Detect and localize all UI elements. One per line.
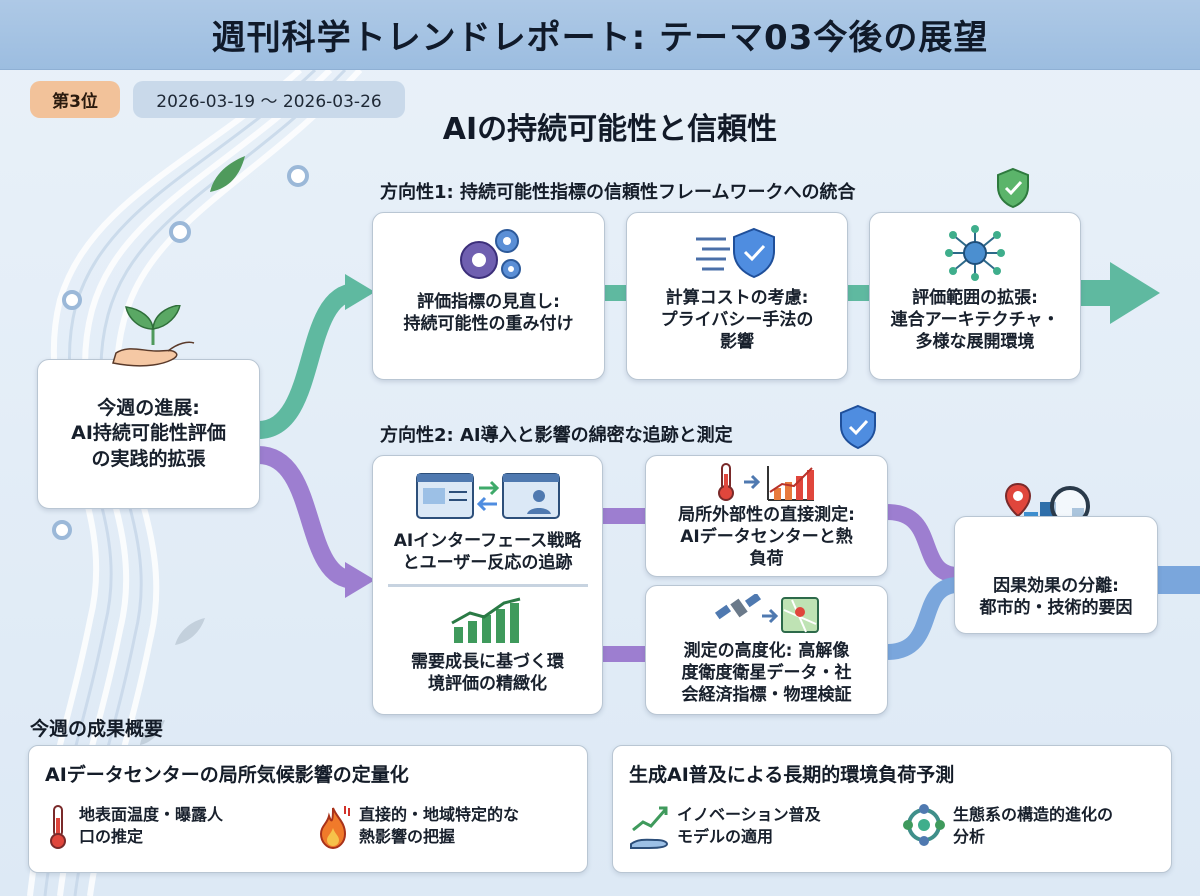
item-line-2: モデルの適用 — [677, 826, 774, 846]
summary-right-heading: 生成AI普及による長期的環境負荷予測 — [629, 764, 955, 786]
item-line-1: 生態系の構造的進化の — [953, 805, 1114, 824]
shield-check-icon — [997, 167, 1029, 209]
center-line-1: 今週の進展: — [97, 396, 200, 419]
center-line-3: の実践的拡張 — [91, 447, 206, 470]
result-card: 因果効果の分離: 都市的・技術的要因 — [954, 516, 1158, 634]
direction1-card-scope: 評価範囲の拡張: 連合アーキテクチャ・ 多様な展開環境 — [869, 212, 1081, 380]
card-line-2: AIデータセンターと熱 — [680, 527, 853, 548]
item-line-2: 口の推定 — [79, 826, 144, 846]
direction1-card-cost: 計算コストの考慮: プライバシー手法の 影響 — [626, 212, 848, 380]
item-line-1: イノベーション普及 — [677, 805, 821, 824]
direction1-heading: 方向性1: 持続可能性指標の信頼性フレームワークへの統合 — [380, 182, 856, 203]
card-line-2: 連合アーキテクチャ・ — [890, 310, 1060, 331]
subtitle: AIの持続可能性と信頼性 — [442, 112, 778, 147]
growth-hand-icon — [630, 806, 669, 849]
card-line-2: プライバシー手法の — [660, 310, 814, 331]
summary-left-card: AIデータセンターの局所気候影響の定量化 地表面温度・曝露人 口の推定 直接的・… — [28, 745, 588, 873]
card-line-3: 影響 — [720, 332, 754, 353]
date-range: 2026-03-19 〜 2026-03-26 — [133, 81, 405, 118]
card-line-1: 評価指標の見直し: — [417, 292, 560, 312]
item-line-2: 熱影響の把握 — [359, 826, 456, 846]
card-line-2: 都市的・技術的要因 — [979, 597, 1133, 618]
summary-left-item-1: 地表面温度・曝露人 口の推定 — [45, 804, 223, 850]
plant-hand-icon — [112, 305, 195, 367]
summary-left-heading: AIデータセンターの局所気候影響の定量化 — [45, 764, 409, 786]
ecosystem-cycle-icon — [903, 804, 945, 846]
card-line-3: 多様な展開環境 — [915, 332, 1035, 353]
direction2-mid-bottom-card: 測定の高度化: 高解像 度衛度衛星データ・社 会経済指標・物理検証 — [645, 585, 888, 715]
summary-title: 今週の成果概要 — [30, 718, 164, 740]
center-line-2: AI持続可能性評価 — [71, 422, 226, 445]
summary-right-card: 生成AI普及による長期的環境負荷予測 イノベーション普及 モデルの適用 生態系の… — [612, 745, 1172, 873]
thermometer-icon — [50, 805, 66, 849]
card-line-2: 持続可能性の重み付け — [403, 314, 574, 335]
thermometer-chart-icon — [717, 463, 814, 501]
card-line-3: 負荷 — [749, 549, 784, 570]
rank-badge: 第3位 — [30, 81, 120, 118]
item-line-1: 直接的・地域特定的な — [359, 805, 520, 824]
page-title: 週刊科学トレンドレポート: テーマ03今後の展望 — [211, 18, 989, 58]
card-line-3: 需要成長に基づく環 — [411, 652, 564, 673]
card-divider — [387, 584, 588, 588]
card-line-1: 測定の高度化: 高解像 — [683, 641, 850, 661]
card-line-1: 局所外部性の直接測定: — [678, 505, 855, 525]
card-line-1: 計算コストの考慮: — [665, 288, 809, 308]
card-line-4: 境評価の精緻化 — [428, 674, 547, 695]
item-line-2: 分析 — [953, 826, 986, 846]
card-line-3: 会経済指標・物理検証 — [681, 685, 852, 706]
direction2-left-card: AIインターフェース戦略 とユーザー反応の追跡 需要成長に基づく環 境評価の精緻… — [372, 455, 603, 715]
satellite-map-icon — [714, 594, 819, 633]
direction1-card-metrics: 評価指標の見直し: 持続可能性の重み付け — [372, 212, 605, 380]
card-line-2: 度衛度衛星データ・社 — [681, 663, 852, 684]
summary-right-item-1: イノベーション普及 モデルの適用 — [629, 804, 821, 850]
card-line-1: 評価範囲の拡張: — [912, 288, 1038, 308]
shield-check-icon — [840, 404, 876, 450]
direction2-mid-top-card: 局所外部性の直接測定: AIデータセンターと熱 負荷 — [645, 455, 888, 577]
summary-left-item-2: 直接的・地域特定的な 熱影響の把握 — [319, 804, 519, 850]
direction2-heading: 方向性2: AI導入と影響の綿密な追跡と測定 — [380, 425, 733, 446]
network-globe-icon — [945, 225, 1005, 281]
interface-user-icon — [415, 473, 560, 519]
weekly-progress-card: 今週の進展: AI持続可能性評価 の実践的拡張 — [37, 305, 260, 509]
growth-chart-icon — [450, 597, 520, 644]
summary-right-item-2: 生態系の構造的進化の 分析 — [903, 804, 1113, 847]
card-line-1: 因果効果の分離: — [993, 575, 1119, 596]
flame-icon — [319, 806, 350, 850]
card-line-2: とユーザー反応の追跡 — [402, 553, 573, 574]
header-bar: 週刊科学トレンドレポート: テーマ03今後の展望 — [0, 0, 1200, 70]
data-shield-icon — [696, 227, 775, 279]
card-line-1: AIインターフェース戦略 — [393, 531, 582, 551]
gears-icon — [459, 229, 521, 279]
leaf-icon — [210, 156, 245, 192]
item-line-1: 地表面温度・曝露人 — [79, 805, 224, 824]
